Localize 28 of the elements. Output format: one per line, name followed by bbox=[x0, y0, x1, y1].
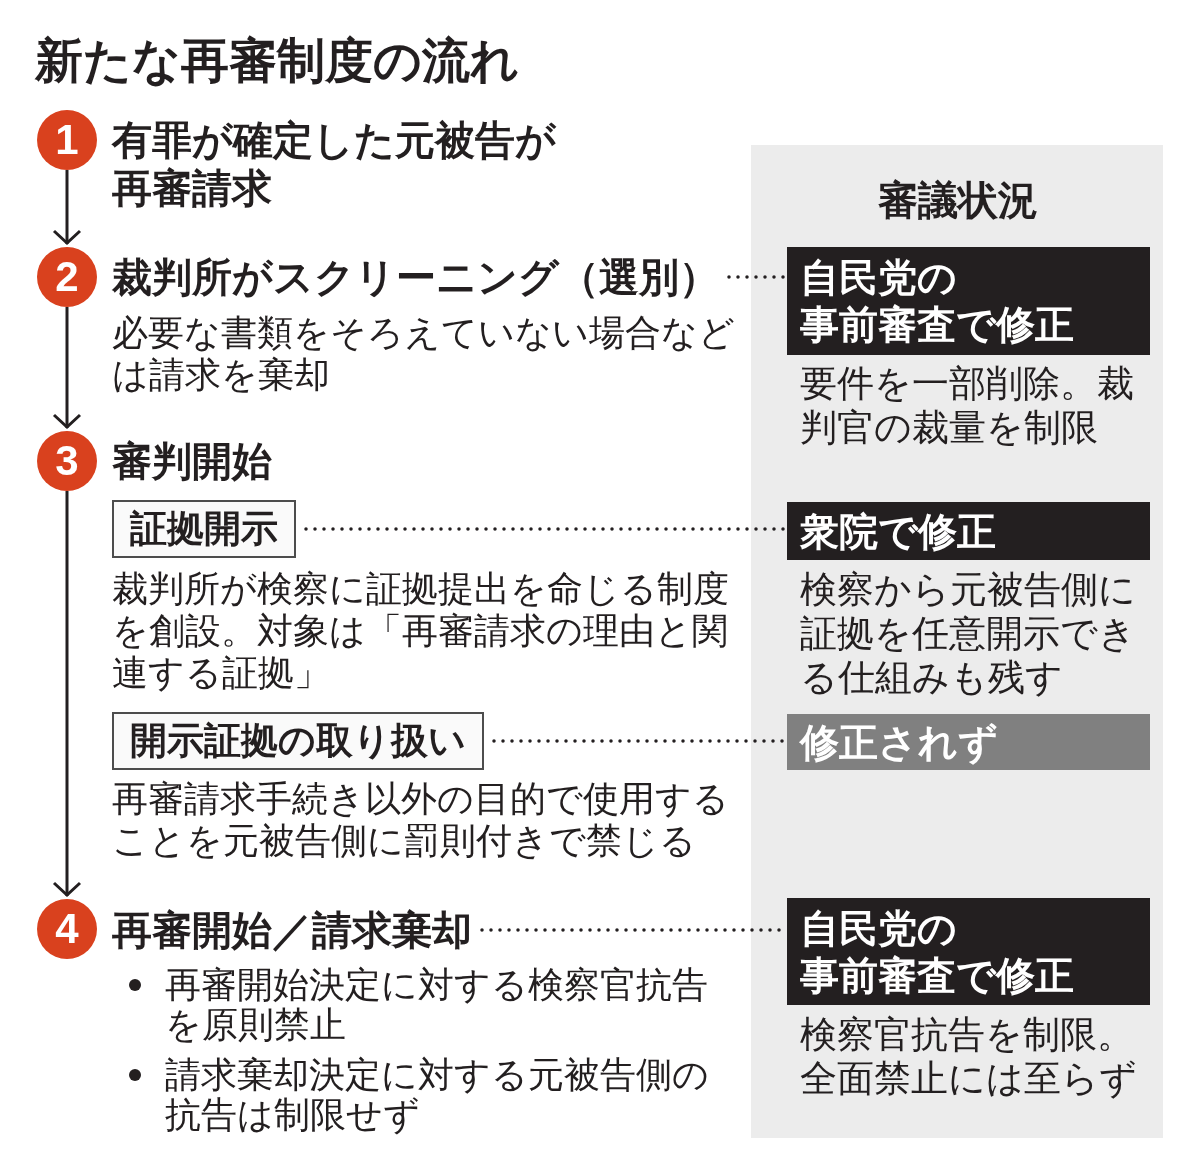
status-label: 自民党の事前審査で修正 bbox=[787, 247, 1150, 355]
description-text: 再審請求手続き以外の目的で使用することを元被告側に罰則付きで禁じる bbox=[112, 778, 730, 862]
status-label: 自民党の事前審査で修正 bbox=[787, 898, 1150, 1005]
panel-heading: 審議状況 bbox=[878, 176, 1038, 224]
step-number-badge: 4 bbox=[37, 899, 97, 959]
status-label: 衆院で修正 bbox=[787, 502, 1150, 560]
step-heading: 有罪が確定した元被告が再審請求 bbox=[112, 116, 557, 212]
step-heading: 審判開始 bbox=[112, 437, 272, 485]
flow-arrow bbox=[52, 170, 82, 245]
status-panel bbox=[751, 145, 1163, 1138]
status-note: 要件を一部削除。裁判官の裁量を制限 bbox=[800, 362, 1135, 450]
step-number-badge: 2 bbox=[37, 247, 97, 307]
flow-arrow bbox=[52, 491, 82, 897]
flow-arrow bbox=[52, 307, 82, 429]
status-note: 検察から元被告側に証拠を任意開示できる仕組みも残す bbox=[800, 568, 1137, 700]
step-number-badge: 1 bbox=[37, 110, 97, 170]
description-text: 裁判所が検察に証拠提出を命じる制度を創設。対象は「再審請求の理由と関連する証拠」 bbox=[112, 568, 730, 694]
bullet-text: 請求棄却決定に対する元被告側の抗告は制限せず bbox=[165, 1055, 710, 1135]
bullet-text: 再審開始決定に対する検察官抗告を原則禁止 bbox=[165, 965, 709, 1045]
status-note: 検察官抗告を制限。全面禁止には至らず bbox=[800, 1013, 1138, 1101]
topic-box: 開示証拠の取り扱い bbox=[112, 712, 484, 770]
step-number-badge: 3 bbox=[37, 431, 97, 491]
topic-box: 証拠開示 bbox=[112, 500, 296, 558]
description-text: 必要な書類をそろえていない場合などは請求を棄却 bbox=[112, 312, 736, 396]
title: 新たな再審制度の流れ bbox=[35, 31, 519, 90]
step-heading: 再審開始／請求棄却 bbox=[112, 906, 472, 954]
status-label: 修正されず bbox=[787, 714, 1150, 770]
step-heading: 裁判所がスクリーニング（選別） bbox=[112, 253, 719, 301]
